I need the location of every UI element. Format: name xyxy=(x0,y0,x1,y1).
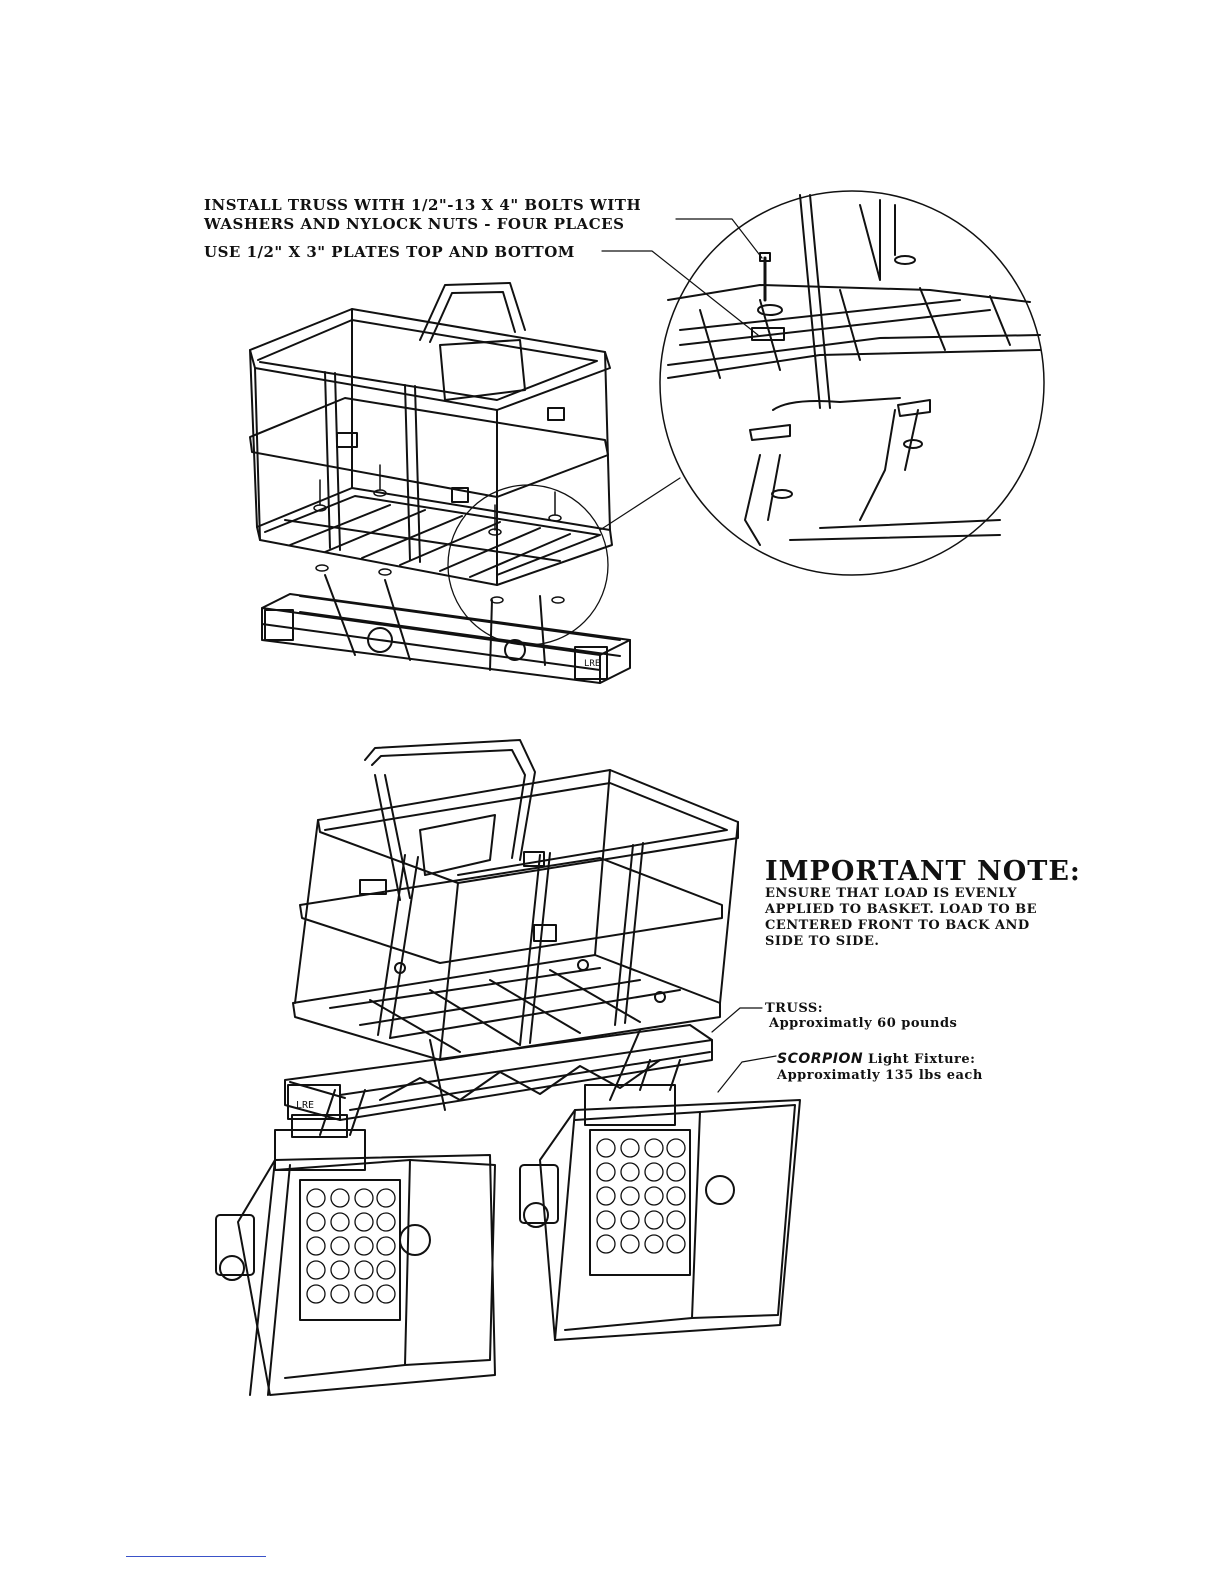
important-note-line-2: APPLIED TO BASKET. LOAD TO BE xyxy=(765,902,1038,917)
light-fixture-right xyxy=(519,1055,801,1341)
install-truss-callout: INSTALL TRUSS WITH 1/2"-13 X 4" BOLTS WI… xyxy=(204,196,641,234)
fixture-weight: Approximatly 135 lbs each xyxy=(777,1068,983,1083)
truss-label: TRUSS: xyxy=(765,1001,824,1016)
install-callout-line-1: INSTALL TRUSS WITH 1/2"-13 X 4" BOLTS WI… xyxy=(204,196,642,214)
fixture-brand-logo: SCORPION xyxy=(777,1051,864,1067)
important-note-line-1: ENSURE THAT LOAD IS EVENLY xyxy=(765,886,1018,901)
install-leader xyxy=(675,218,763,259)
important-note-title: IMPORTANT NOTE: xyxy=(765,856,1081,887)
fixture-leader xyxy=(717,1055,777,1093)
important-note-body: ENSURE THAT LOAD IS EVENLY APPLIED TO BA… xyxy=(765,886,1037,950)
callout-leaders xyxy=(601,218,763,336)
truss-bottom xyxy=(284,1007,763,1138)
detail-circle-large xyxy=(659,190,1045,576)
install-callout-line-2: WASHERS AND NYLOCK NUTS - FOUR PLACES xyxy=(204,215,625,233)
detail-circle-small xyxy=(447,484,609,646)
basket-bottom xyxy=(292,739,739,1061)
plates-leader xyxy=(601,250,759,336)
truss-leader xyxy=(711,1007,763,1033)
truss-top xyxy=(261,574,631,684)
plates-callout: USE 1/2" X 3" PLATES TOP AND BOTTOM xyxy=(204,243,575,261)
detail-connector xyxy=(599,477,681,531)
truss-plate-mark-bottom: LRE xyxy=(296,1100,314,1111)
truss-plate-mark-top: LRE xyxy=(584,659,600,669)
important-note-line-3: CENTERED FRONT TO BACK AND xyxy=(765,918,1030,933)
important-note-line-4: SIDE TO SIDE. xyxy=(765,934,880,949)
basket-top xyxy=(249,282,681,646)
fixture-label: Light Fixture: xyxy=(868,1052,976,1067)
footer-rule xyxy=(126,1556,266,1557)
truss-weight: Approximatly 60 pounds xyxy=(769,1016,958,1031)
light-fixture-left xyxy=(215,1089,496,1396)
